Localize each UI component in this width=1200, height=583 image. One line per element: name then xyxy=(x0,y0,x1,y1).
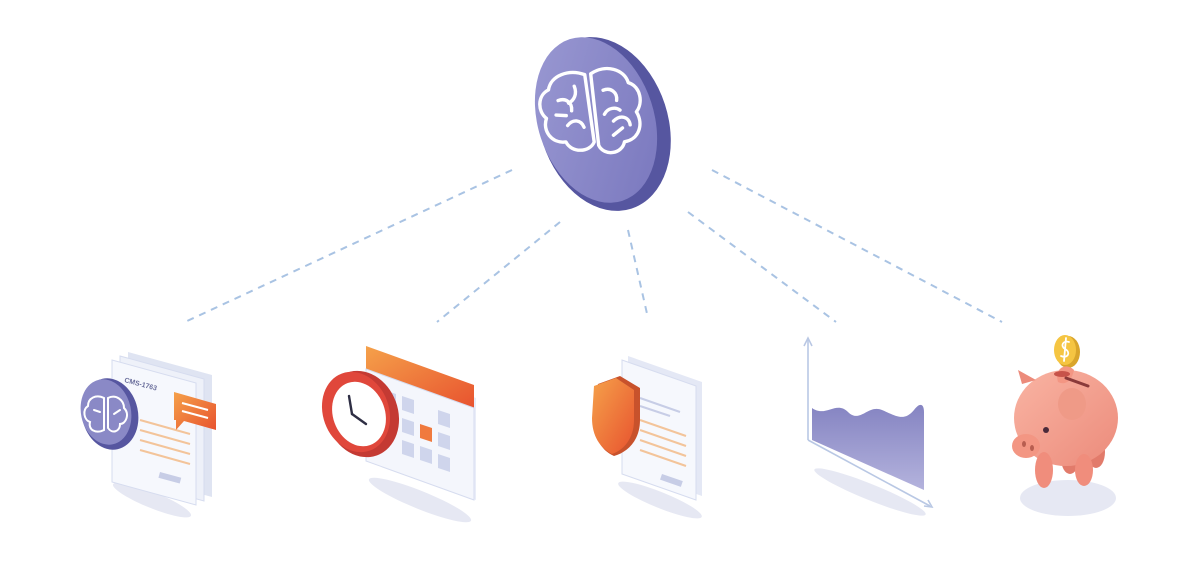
area-chart-icon xyxy=(803,336,934,508)
connector-document-review xyxy=(184,169,513,323)
brain-icon xyxy=(80,378,139,450)
hub-brain-disc xyxy=(534,37,671,211)
document-icon: CMS-1763 xyxy=(111,352,212,506)
brain-icon xyxy=(538,66,642,155)
node-savings xyxy=(1012,335,1118,516)
node-security xyxy=(592,356,702,519)
shield-icon xyxy=(592,376,640,456)
node-scheduling xyxy=(321,346,476,523)
connector-scheduling xyxy=(436,221,561,323)
dollar-coin-icon xyxy=(1054,335,1080,368)
calendar-icon xyxy=(365,346,476,501)
connector-analytics xyxy=(687,211,837,323)
node-shadow xyxy=(1020,480,1116,516)
node-shadow xyxy=(368,477,472,523)
document-icon xyxy=(621,356,702,501)
node-shadow xyxy=(814,468,926,516)
connector-security xyxy=(627,229,649,319)
clock-icon xyxy=(321,370,400,458)
node-shadow xyxy=(618,481,702,519)
chat-bubble-icon xyxy=(174,392,216,430)
connectors xyxy=(184,169,1003,323)
node-analytics xyxy=(803,336,934,516)
node-document-review: CMS-1763 xyxy=(80,352,216,518)
piggy-bank-icon xyxy=(1012,366,1118,488)
node-shadow xyxy=(112,482,192,518)
connector-savings xyxy=(711,169,1003,323)
